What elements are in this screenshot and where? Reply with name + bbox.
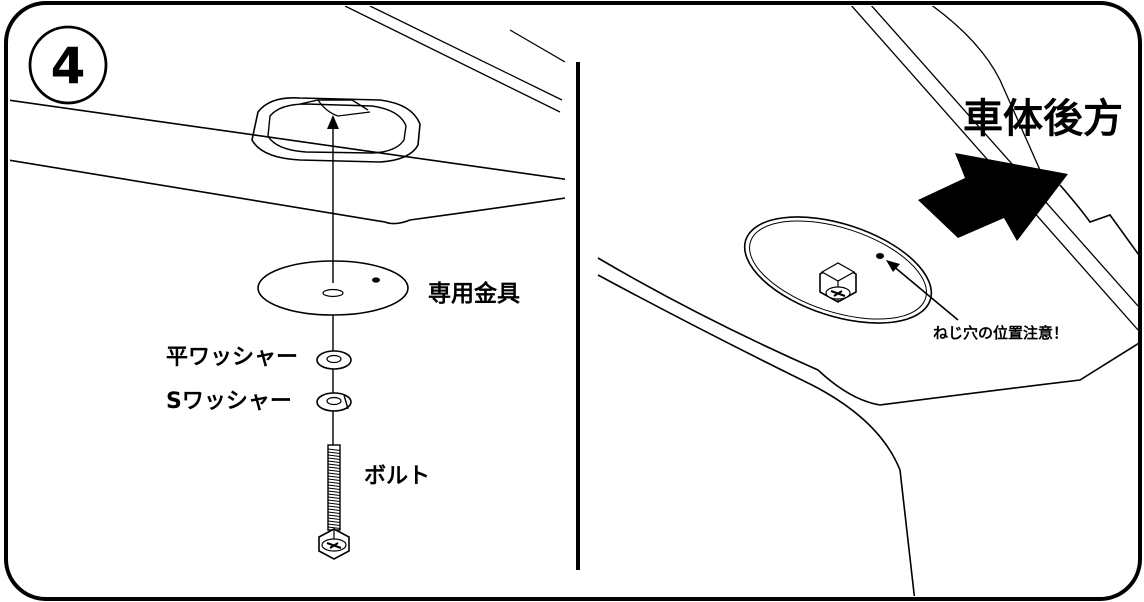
hole-pointer-arrowhead	[886, 260, 900, 272]
bolt-thread	[327, 490, 341, 493]
bolt-thread	[327, 448, 341, 451]
bolt-thread	[327, 457, 341, 460]
frame-line	[509, 29, 565, 63]
bolt-thread	[327, 478, 341, 481]
outer-frame	[4, 1, 1142, 601]
frame-line	[929, 6, 1041, 171]
bolt-thread	[327, 505, 341, 508]
rearward-arrow-icon	[918, 153, 1068, 241]
body-edge	[1059, 184, 1138, 263]
rearward-direction-label: 車体後方	[963, 96, 1123, 142]
bolt-label: ボルト	[364, 464, 431, 489]
bolt-thread	[327, 523, 341, 526]
frame-line	[369, 6, 563, 101]
bolt-thread	[327, 466, 341, 469]
bolt-thread	[327, 481, 341, 484]
right-panel	[597, 6, 1138, 596]
bolt-thread	[327, 475, 341, 478]
bolt	[318, 444, 350, 560]
bolt-thread	[327, 499, 341, 502]
underbody-contour	[597, 257, 1138, 406]
bolt-thread	[327, 520, 341, 523]
frame-line	[344, 6, 561, 113]
underbody-surface	[10, 99, 565, 225]
flat-washer	[316, 350, 352, 370]
bolt-thread	[327, 472, 341, 475]
bolt-thread	[327, 460, 341, 463]
bracket-disc	[257, 260, 409, 316]
axis-arrowhead	[327, 115, 339, 129]
frame-line	[869, 6, 1138, 307]
bolt-thread	[327, 487, 341, 490]
bolt-thread	[327, 454, 341, 457]
bolt-thread	[327, 496, 341, 499]
left-panel: 4	[10, 6, 565, 560]
hole-position-note: ねじ穴の位置注意！	[933, 324, 1069, 342]
bolt-thread	[327, 511, 341, 514]
bolt-thread	[327, 526, 341, 529]
bolt-thread	[327, 493, 341, 496]
mount-recess	[251, 96, 421, 163]
spring-washer	[316, 392, 352, 412]
flat-washer-label: 平ワッシャー	[166, 345, 299, 370]
installed-bolt-head	[819, 262, 857, 303]
bolt-thread	[327, 508, 341, 511]
hole-pointer-line	[891, 264, 959, 321]
bolt-thread	[327, 463, 341, 466]
bracket-label: 専用金具	[428, 281, 520, 307]
bolt-thread	[327, 484, 341, 487]
bolt-thread	[327, 502, 341, 505]
bolt-thread	[327, 517, 341, 520]
bolt-thread	[327, 469, 341, 472]
bolt-thread	[327, 451, 341, 454]
step-number: 4	[51, 37, 86, 95]
bolt-thread	[327, 514, 341, 517]
spring-washer-label: Sワッシャー	[166, 389, 292, 414]
underbody-contour	[597, 274, 916, 596]
step-number-circle	[28, 25, 108, 105]
